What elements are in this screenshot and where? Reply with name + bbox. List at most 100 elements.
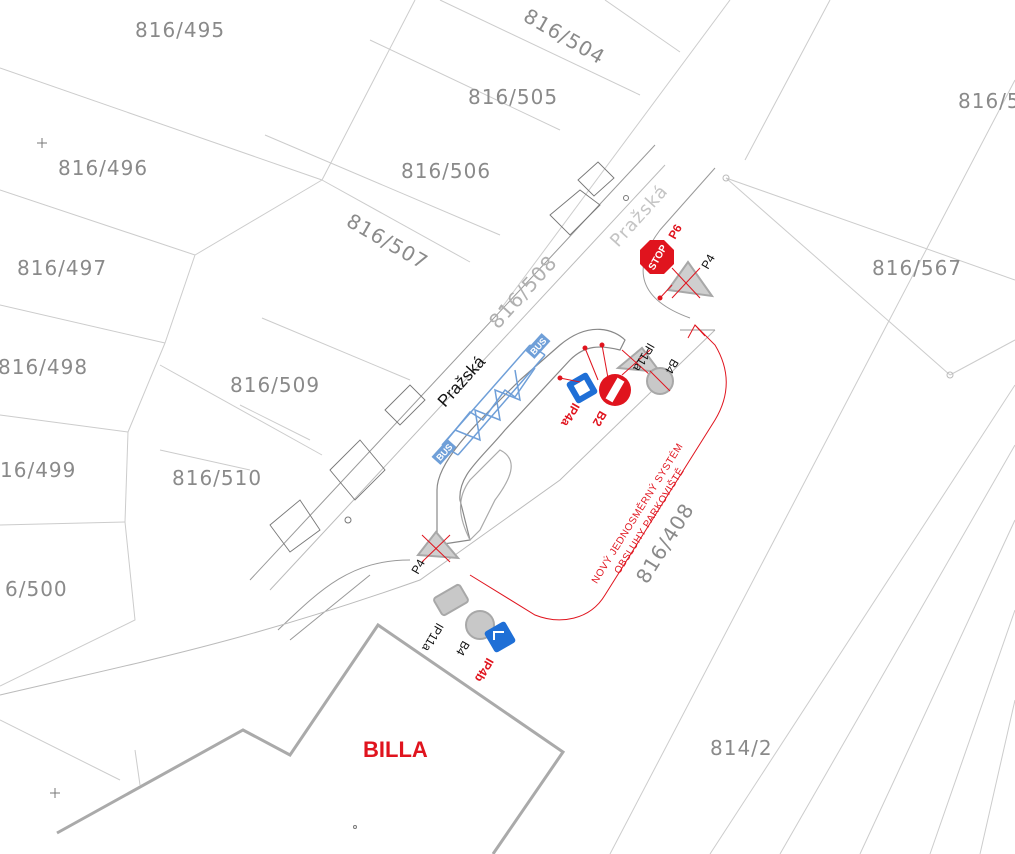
curb-line [277,559,411,631]
boundary-line [604,0,681,53]
boundary-line [159,449,251,471]
small-plot [384,384,426,426]
boundary-line [239,404,311,441]
boundary-line [159,364,323,456]
boundary-line [194,179,323,256]
boundary-line [0,304,166,344]
bus-bay-zigzag [446,367,536,441]
removed-mark [421,534,451,563]
bus-island [436,328,626,546]
survey-point [344,516,352,524]
bus-bay [441,344,546,456]
boundary-line [321,179,471,263]
sign-code-ip4b: IP4b [472,656,497,685]
boundary-line [127,342,166,433]
parcel-label: 16/499 [0,458,76,482]
bus-marking-box [431,439,457,465]
ip4b-sign-square [484,621,516,653]
parcel-label: 816/497 [17,256,107,280]
small-plot [577,161,615,197]
boundary-line [779,444,1015,854]
yield-sign-top [666,260,715,299]
curb-line [642,167,716,319]
sign-code-ip11a-bottom: IP11a [419,621,447,655]
sign-posts [557,284,673,383]
removed-mark [671,267,701,299]
parcel-label: 816/508 [484,250,562,333]
sign-post [559,377,581,383]
parking-sign-bottom [433,583,469,617]
yield-sign-mid [615,346,663,376]
parcel-labels: 816/495 816/504 816/505 814/2 816/496 81… [0,4,962,760]
boundary-line [0,431,136,687]
sign-code-p6: P6 [665,222,685,242]
parcel-label: 816/505 [468,85,558,109]
boundary-line [261,317,411,381]
sign-post-dot [557,375,563,381]
stop-sign: STOP [640,240,674,274]
parcel-label: 816/510 [172,466,262,490]
street-edge-east [0,329,716,696]
sign-post [584,347,599,381]
curb-line [289,574,371,641]
boundary-line [725,177,1015,281]
boundary-line [0,521,126,526]
boundary-line [929,609,1015,854]
sign-code-p4-top: P4 [698,252,718,272]
boundary-line [0,67,323,181]
parcel-label-cut-right: 816/5 [958,89,1015,113]
parcel-label: 816/498 [0,355,88,379]
yield-sign-bottom [416,530,461,563]
parcel-label: 816/495 [135,18,225,42]
survey-point [353,825,357,829]
boundary-line [164,254,196,344]
boundary-line [134,749,141,786]
small-plot [269,499,321,553]
one-way-sign-top [566,372,598,404]
ip4b-sign-arrow [493,631,504,640]
removed-mark [621,349,651,376]
roadside-plots [269,161,615,553]
one-way-sign-bottom [484,621,516,653]
parcel-label: 816/507 [343,209,433,275]
island-outline [436,328,626,546]
ip4a-sign-inner [573,379,591,397]
parcel-label: 814/2 [710,736,773,760]
sign-post [601,344,609,379]
sign-code-b4-bottom: B4 [453,639,473,659]
boundary-line [369,39,561,131]
sign-post [659,284,673,299]
store-name: BILLA [363,737,428,762]
sign-code-b2: B2 [590,409,610,430]
no-entry-sign [599,374,631,406]
parcel-label: 816/567 [872,256,962,280]
boundary-line [321,0,416,181]
parcel-label: 816/509 [230,373,320,397]
removed-mark [649,370,671,392]
billa-building-outline [56,622,566,854]
small-plot [549,189,601,236]
small-plot [329,439,386,501]
boundary-line [609,79,1015,854]
boundary-line [949,339,1015,376]
yield-triangle [416,530,461,560]
sign-code-b4-top: B4 [662,357,682,377]
boundary-line [979,699,1015,854]
island-end [459,449,512,542]
route-arrowhead [687,324,706,339]
boundary-line [264,134,501,236]
sign-post-dot [582,345,588,351]
survey-point [946,371,954,379]
parcel-label: 816/496 [58,156,148,180]
sign-code-ip4a: IP4a [558,401,583,430]
bus-bay-outline [441,344,546,456]
boundary-line [0,189,196,256]
boundary-line [0,719,121,781]
street-name-main: Pražská [434,352,490,411]
sign-code-p4-bottom: P4 [408,557,428,577]
boundary-line [859,519,1015,854]
boundary-line [499,0,731,311]
bus-bay-zigzag [454,369,521,442]
